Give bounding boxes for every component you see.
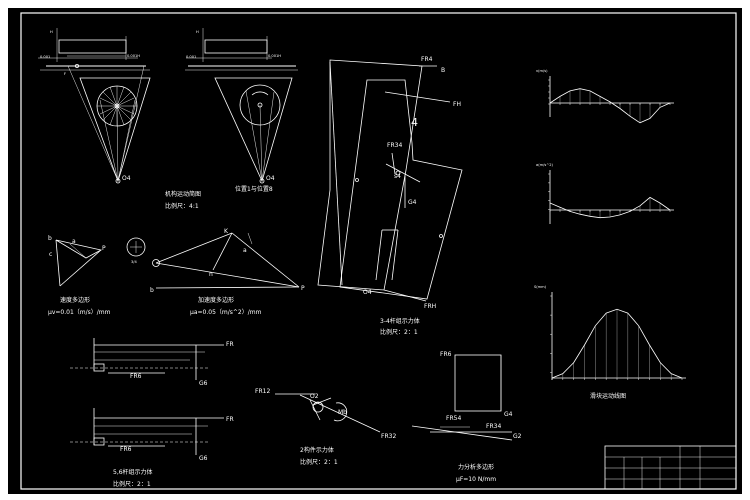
force-polygon-scale: μF=10 N/mm — [456, 476, 496, 483]
force-polygon: FR6 G4 FR54 FR34 G2 力分析多边形 μF=10 N/mm — [411, 351, 522, 483]
l34-label-g4: G4 — [408, 199, 417, 206]
drawing-frame — [20, 12, 737, 490]
acceleration-title: 加速度多边形 — [198, 296, 234, 304]
acc-label-a: a — [243, 247, 247, 254]
l34-label-4: 4 — [411, 116, 418, 129]
disp-chart-caption: 滑块运动线图 — [590, 392, 626, 400]
fp-label-g4: G4 — [504, 411, 513, 418]
mechanism-diagram-right: 0.001 0.001H H O4 位置1与位置8 — [185, 28, 298, 193]
vel-label-b: b — [48, 235, 52, 242]
chart-series-line — [551, 308, 683, 379]
l56-label-fr-bot: FR — [226, 416, 234, 423]
l56-label-g-top: G6 — [199, 380, 208, 387]
acceleration-chart: a(m/s^2) — [536, 163, 674, 224]
label-r-o4: O4 — [266, 175, 275, 182]
chart-series-line — [549, 196, 671, 219]
l34-label-s4: s4 — [394, 173, 401, 180]
velocity-chart: v(m/s) — [536, 69, 674, 124]
l34-label-o4: O4 — [363, 289, 372, 296]
label-r-l2: 0.001H — [268, 54, 281, 58]
link56-free-body: FR G6 FR6 FR G6 FR6 5,6杆组示力体 比例尺：2：1 — [70, 338, 234, 488]
displacement-chart: S(mm) 滑块运动线图 — [534, 285, 686, 400]
label-o4: O4 — [122, 175, 131, 182]
accel-chart-ylabel: a(m/s^2) — [536, 163, 553, 167]
l2-label-m: Mb — [338, 409, 347, 416]
mechanism-scale: 比例尺：4:1 — [165, 202, 199, 210]
l56-label-fr6-bot: FR6 — [120, 446, 132, 453]
fp-label-fr34: FR34 — [486, 423, 501, 430]
black-canvas — [8, 8, 742, 494]
mechanism-diagram-left: 0.001 0.001H H F O4 机构运动简图 比例尺：4:1 — [38, 28, 201, 210]
acc-label-b: b — [150, 287, 154, 294]
link2-title: 2构件示力体 — [300, 446, 334, 454]
velocity-chart-ylabel: v(m/s) — [536, 69, 548, 73]
mechanism-caption: 机构运动简图 — [165, 190, 201, 198]
link34-title: 3-4杆组示力体 — [380, 317, 420, 325]
link56-title: 5,6杆组示力体 — [113, 468, 153, 476]
vel-label-a: a — [72, 238, 76, 245]
l2-label-fr32: FR32 — [381, 433, 396, 440]
acc-label-k: K — [224, 228, 229, 235]
label-r-h: H — [196, 30, 199, 34]
l34-label-fr34: FR34 — [387, 142, 402, 149]
position-caption: 位置1与位置8 — [235, 185, 273, 193]
link2-scale: 比例尺：2：1 — [300, 458, 338, 466]
l56-label-fr-top: FR — [226, 341, 234, 348]
label-f: F — [64, 72, 66, 76]
chart-series-line — [549, 88, 671, 124]
l34-label-b: B — [441, 67, 445, 74]
label-l1: 0.001 — [40, 55, 50, 59]
l56-label-fr6-top: FR6 — [130, 373, 142, 380]
l2-label-fr12: FR12 — [255, 388, 270, 395]
label-h: H — [50, 30, 53, 34]
l34-label-frh: FRH — [424, 303, 436, 310]
acc-label-n: n — [209, 271, 213, 278]
link34-scale: 比例尺：2：1 — [380, 328, 418, 336]
l34-label-fr4: FR4 — [421, 56, 433, 63]
force-polygon-title: 力分析多边形 — [458, 463, 494, 471]
label-r-l1: 0.001 — [186, 55, 196, 59]
acc-label-p: P — [301, 285, 305, 292]
vel-label-c: c — [49, 251, 52, 258]
velocity-polygon: b a c P 速度多边形 μv=0.01（m/s）/mm — [48, 235, 111, 316]
velocity-scale: μv=0.01（m/s）/mm — [48, 309, 111, 316]
link34-free-body: FR4 B FH 4 FR34 s4 G4 O4 FRH 3-4杆组示力体 比例… — [317, 56, 463, 336]
acceleration-scale: μa=0.05（m/s^2）/mm — [190, 309, 262, 316]
fp-label-fr54: FR54 — [446, 415, 461, 422]
acc-label-circle: 3/4 — [131, 260, 137, 264]
title-block — [604, 445, 737, 490]
l56-label-g-bot: G6 — [199, 455, 208, 462]
fp-label-fr6: FR6 — [440, 351, 452, 358]
fp-label-g2: G2 — [513, 433, 522, 440]
link2-free-body: FR12 FR32 Mb O2 2构件示力体 比例尺：2：1 — [255, 388, 396, 466]
acceleration-polygon: 3/4 K P n a b 加速度多边形 μa=0.05（m/s^2）/mm — [126, 228, 305, 316]
label-l2: 0.001H — [127, 54, 140, 58]
l34-label-fh: FH — [453, 101, 461, 108]
l2-label-o2: O2 — [310, 393, 319, 400]
disp-chart-ylabel: S(mm) — [534, 285, 547, 289]
velocity-title: 速度多边形 — [60, 296, 90, 304]
vel-label-p: P — [102, 245, 106, 252]
link56-scale: 比例尺：2：1 — [113, 480, 151, 488]
